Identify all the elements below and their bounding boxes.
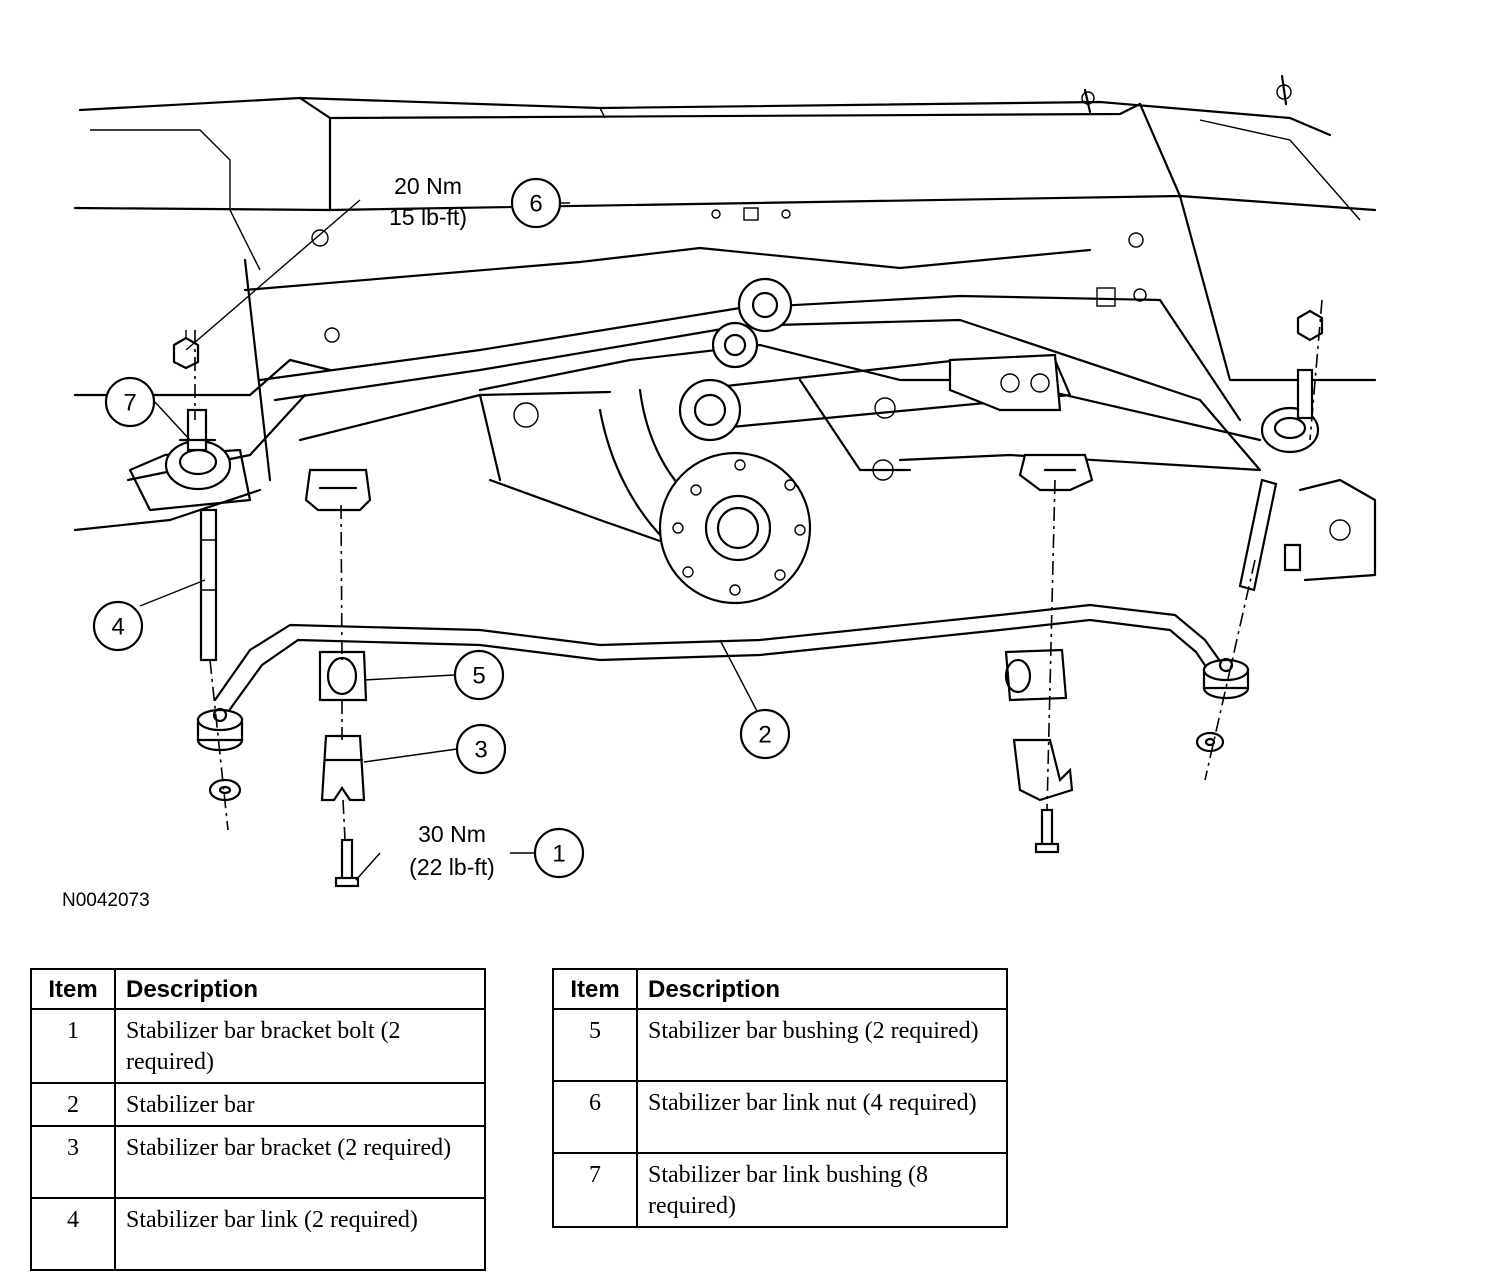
right-link-mount <box>1260 368 1377 582</box>
legend-header-description: Description <box>636 968 1008 1010</box>
torque-label-nut-nm: 20 Nm <box>394 173 462 199</box>
legend-item-description: Stabilizer bar link nut (4 required) <box>636 1080 1008 1154</box>
legend-header-row: Item Description <box>552 968 1008 1010</box>
table-row: 4 Stabilizer bar link (2 required) <box>30 1197 486 1271</box>
callout-3-label: 3 <box>474 737 487 764</box>
legend-item-number: 2 <box>30 1082 116 1127</box>
callout-1-label: 1 <box>552 841 565 868</box>
table-row: 2 Stabilizer bar <box>30 1082 486 1127</box>
bar-bushing-right <box>1004 648 1068 702</box>
link-nut-right <box>1296 299 1324 441</box>
callout-7: 7 <box>104 376 156 428</box>
left-link-mount <box>128 408 252 512</box>
callout-5-label: 5 <box>472 663 485 690</box>
callout-4-label: 4 <box>111 614 124 641</box>
upper-control-arm <box>678 277 1072 442</box>
bar-bracket-right <box>1012 738 1074 802</box>
callout-1: 1 <box>533 827 585 879</box>
legend-item-description: Stabilizer bar <box>114 1082 486 1127</box>
legend-item-number: 5 <box>552 1008 638 1082</box>
legend-item-description: Stabilizer bar bracket (2 required) <box>114 1125 486 1199</box>
stabilizer-link-right <box>1238 478 1278 592</box>
legend-item-description: Stabilizer bar link bushing (8 required) <box>636 1152 1008 1228</box>
legend-header-description: Description <box>114 968 486 1010</box>
callout-7-label: 7 <box>123 390 136 417</box>
legend-item-number: 3 <box>30 1125 116 1199</box>
bar-bushing-left <box>318 650 368 702</box>
callout-4: 4 <box>92 600 144 652</box>
stabilizer-bar <box>213 603 1227 714</box>
legend-header-item: Item <box>30 968 116 1010</box>
frame-bracket-left <box>304 468 372 512</box>
legend-header-item: Item <box>552 968 638 1010</box>
callout-3: 3 <box>455 723 507 775</box>
legend-item-number: 7 <box>552 1152 638 1228</box>
callout-6: 6 <box>510 177 562 229</box>
frame-bracket-right <box>1018 453 1094 492</box>
figure-id: N0042073 <box>62 890 150 911</box>
assembly-centerlines <box>194 330 1256 841</box>
stabilizer-bar-exploded-diagram: 20 Nm 15 lb-ft) 30 Nm (22 lb-ft) 6 7 4 5… <box>62 74 1377 911</box>
callout-2-label: 2 <box>758 722 771 749</box>
legend-item-description: Stabilizer bar link (2 required) <box>114 1197 486 1271</box>
callout-2: 2 <box>739 708 791 760</box>
pinion-flange <box>658 451 812 605</box>
bar-bracket-left <box>320 734 366 802</box>
torque-label-nut-lbft: 15 lb-ft) <box>389 204 467 230</box>
frame-crossmember <box>73 74 1377 382</box>
table-row: 6 Stabilizer bar link nut (4 required) <box>552 1080 1008 1154</box>
legend-header-row: Item Description <box>30 968 486 1010</box>
legend-item-number: 4 <box>30 1197 116 1271</box>
link-bushing-lower-right <box>1202 657 1250 700</box>
callout-6-label: 6 <box>529 191 542 218</box>
callout-5: 5 <box>453 649 505 701</box>
legend-item-number: 1 <box>30 1008 116 1084</box>
washer-lower-right <box>1195 731 1225 753</box>
legend-item-description: Stabilizer bar bushing (2 required) <box>636 1008 1008 1082</box>
bracket-bolt-right <box>1034 808 1060 854</box>
legend-table-left: Item Description 1 Stabilizer bar bracke… <box>30 968 486 1271</box>
bracket-bolt-left <box>334 838 360 888</box>
stabilizer-link-left <box>199 508 218 662</box>
table-row: 3 Stabilizer bar bracket (2 required) <box>30 1125 486 1199</box>
table-row: 1 Stabilizer bar bracket bolt (2 require… <box>30 1008 486 1084</box>
torque-label-bolt-lbft: (22 lb-ft) <box>409 854 495 880</box>
table-row: 7 Stabilizer bar link bushing (8 require… <box>552 1152 1008 1228</box>
torque-label-bolt-nm: 30 Nm <box>418 821 486 847</box>
table-row: 5 Stabilizer bar bushing (2 required) <box>552 1008 1008 1082</box>
link-bushing-lower-left <box>196 707 244 752</box>
legend-item-description: Stabilizer bar bracket bolt (2 required) <box>114 1008 486 1084</box>
legend-table-right: Item Description 5 Stabilizer bar bushin… <box>552 968 1008 1228</box>
legend-item-number: 6 <box>552 1080 638 1154</box>
